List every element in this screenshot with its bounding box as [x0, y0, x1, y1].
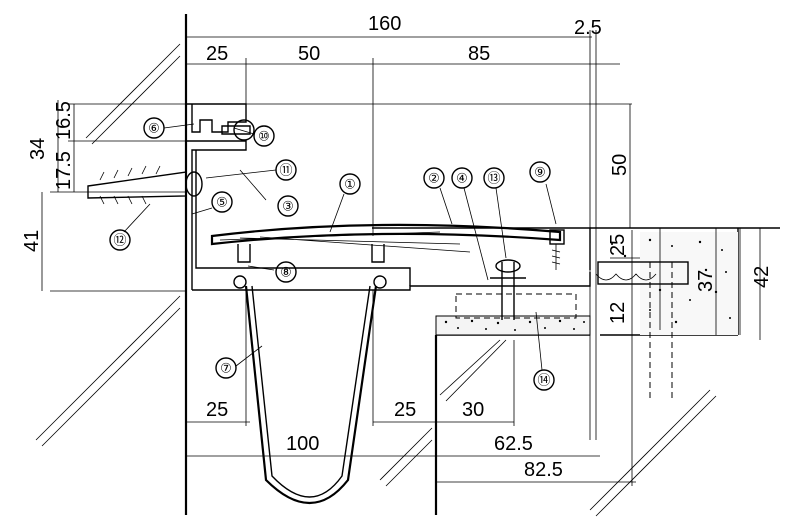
- svg-text:⑫: ⑫: [113, 233, 126, 248]
- svg-text:①: ①: [344, 177, 356, 192]
- marker-10: ⑩: [253, 125, 275, 147]
- top-profile-bracket: [186, 103, 591, 291]
- marker-8: ⑧: [275, 261, 297, 283]
- callout-markers: ① ② ③ ④ ⑤ ⑥ ⑦ ⑧ ⑨ ⑩ ⑪ ⑫ ⑬ ⑭: [109, 117, 555, 391]
- marker-4: ④: [451, 167, 473, 189]
- dim-bottom-25-left: 25: [206, 399, 228, 421]
- marker-13: ⑬: [483, 167, 505, 189]
- dimension-labels: 160 2.5 25 50 85 34 16.5 17.5 41 50 25 3…: [21, 13, 773, 481]
- dim-bottom-82-5: 82.5: [524, 459, 563, 481]
- dim-right-37: 37: [695, 270, 717, 292]
- dimension-lines: [41, 30, 761, 486]
- marker-11: ⑪: [275, 159, 297, 181]
- dim-right-50: 50: [609, 154, 631, 176]
- dim-total-width: 160: [368, 13, 401, 35]
- marker-12: ⑫: [109, 229, 131, 251]
- anchor-plug: [87, 165, 203, 205]
- callout-leaders: [123, 123, 557, 371]
- svg-text:⑥: ⑥: [148, 121, 160, 136]
- dim-bottom-100: 100: [286, 433, 319, 455]
- marker-2: ②: [423, 167, 445, 189]
- svg-text:⑨: ⑨: [534, 165, 546, 180]
- concrete-slab-left: [435, 315, 591, 336]
- marker-9: ⑨: [529, 161, 551, 183]
- dim-top-85: 85: [468, 43, 490, 65]
- center-bolt: [455, 259, 577, 320]
- dim-top-50: 50: [298, 43, 320, 65]
- svg-text:⑪: ⑪: [279, 163, 292, 178]
- marker-6: ⑥: [143, 117, 165, 139]
- svg-text:⑬: ⑬: [487, 171, 500, 186]
- dim-bottom-30: 30: [462, 399, 484, 421]
- svg-text:⑤: ⑤: [216, 195, 228, 210]
- wall-hatching: [35, 43, 717, 517]
- dim-right-25: 25: [607, 234, 629, 256]
- marker-3: ③: [277, 195, 299, 217]
- svg-text:②: ②: [428, 171, 440, 186]
- dim-left-17-5: 17.5: [53, 151, 75, 190]
- dim-left-34: 34: [27, 138, 49, 160]
- dim-right-12: 12: [607, 302, 629, 324]
- svg-text:⑧: ⑧: [280, 265, 292, 280]
- dim-top-25: 25: [206, 43, 228, 65]
- dim-left-16-5: 16.5: [53, 101, 75, 140]
- dim-right-gap: 2.5: [574, 17, 602, 39]
- svg-text:⑦: ⑦: [220, 361, 232, 376]
- marker-14: ⑭: [533, 369, 555, 391]
- seal-clips: [233, 244, 387, 289]
- dim-bottom-25-mid: 25: [394, 399, 416, 421]
- cover-plate: [210, 223, 591, 270]
- dim-left-41: 41: [21, 230, 43, 252]
- svg-text:⑭: ⑭: [537, 373, 550, 388]
- marker-5: ⑤: [211, 191, 233, 213]
- svg-text:③: ③: [282, 199, 294, 214]
- svg-text:④: ④: [456, 171, 468, 186]
- flexible-seal: [244, 285, 378, 504]
- dim-bottom-62-5: 62.5: [494, 433, 533, 455]
- marker-1: ①: [339, 173, 361, 195]
- marker-7: ⑦: [215, 357, 237, 379]
- dim-right-42: 42: [751, 266, 773, 288]
- top-screw: [221, 119, 255, 141]
- svg-text:⑩: ⑩: [258, 129, 270, 144]
- right-screw-and-spring: [549, 229, 689, 400]
